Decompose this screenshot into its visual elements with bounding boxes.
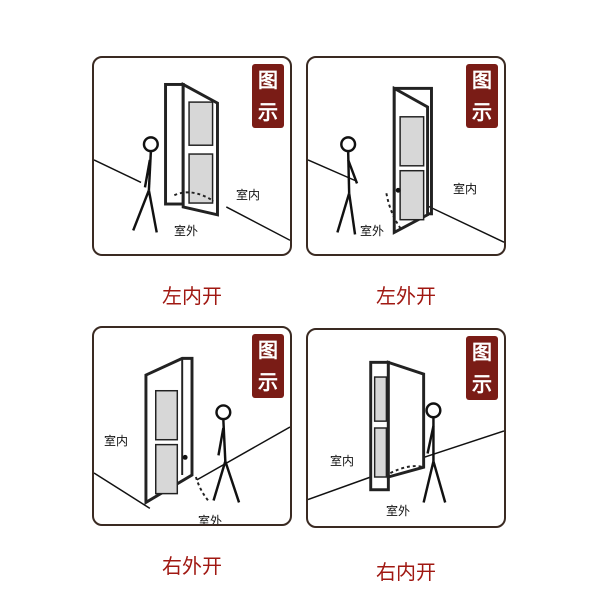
badge-char-1: 图 [472, 340, 492, 364]
outdoor-label: 室外 [174, 224, 199, 238]
panel-right-outward: 图 示 室内 室外 [92, 326, 292, 526]
badge-char-2: 示 [258, 370, 278, 394]
caption-left-outward: 左外开 [376, 284, 436, 308]
badge-char-1: 图 [472, 68, 492, 92]
indoor-label: 室内 [236, 188, 261, 202]
scene-right-inward [308, 360, 504, 503]
badge-char-1: 图 [258, 68, 278, 92]
outdoor-label: 室外 [198, 514, 223, 526]
badge-char-2: 示 [258, 100, 278, 124]
diagram-badge: 图 示 [466, 336, 498, 400]
indoor-label: 室内 [330, 454, 355, 468]
diagram-badge: 图 示 [466, 64, 498, 128]
indoor-label: 室内 [104, 434, 129, 448]
badge-char-1: 图 [258, 338, 278, 362]
person-icon [212, 404, 241, 503]
outdoor-label: 室外 [360, 224, 385, 238]
person-icon [422, 402, 447, 503]
caption-right-outward: 右外开 [162, 554, 222, 578]
diagram-badge: 图 示 [252, 64, 284, 128]
diagram-badge: 图 示 [252, 334, 284, 398]
person-icon [336, 136, 359, 235]
panel-right-inward: 图 示 室内 室外 [306, 328, 506, 528]
caption-right-inward: 右内开 [376, 560, 436, 584]
caption-left-inward: 左内开 [162, 284, 222, 308]
panel-left-inward: 图 示 室内 室外 [92, 56, 292, 256]
scene-left-outward [308, 85, 504, 243]
person-icon [132, 136, 159, 233]
panel-left-outward: 图 示 室内 室外 [306, 56, 506, 256]
badge-char-2: 示 [472, 372, 492, 396]
outdoor-label: 室外 [386, 504, 411, 518]
badge-char-2: 示 [472, 100, 492, 124]
scene-left-inward [94, 81, 290, 241]
scene-right-outward [94, 356, 290, 509]
indoor-label: 室内 [453, 182, 478, 196]
